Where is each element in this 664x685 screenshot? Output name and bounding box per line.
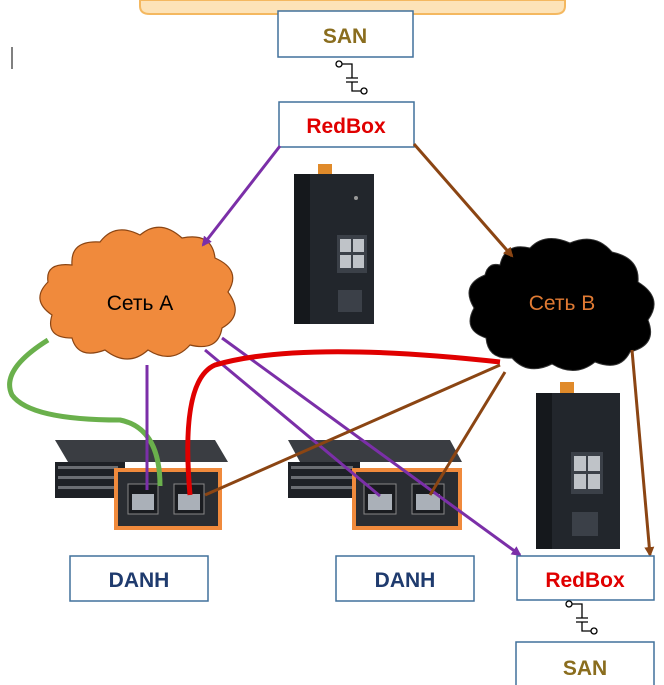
link-network-a-green-to-danh-left	[7, 337, 163, 487]
link-network-b-brown-to-redbox-bottom	[630, 349, 655, 557]
link-network-a-purple-to-redbox-bottom	[221, 336, 522, 557]
san-top-box	[277, 10, 414, 58]
network-b-cloud	[468, 238, 655, 371]
danh-left-box	[69, 555, 209, 602]
switch-device-right-icon	[536, 382, 620, 549]
top-banner	[139, 0, 566, 15]
danh-device-left-icon	[55, 440, 228, 530]
network-b-label: Сеть B	[529, 292, 596, 315]
san-top-label: SAN	[323, 25, 367, 48]
switch-device-top-icon	[294, 164, 374, 324]
link-network-b-red-to-danh-left	[185, 349, 501, 496]
danh-right-box	[335, 555, 475, 602]
redbox-bottom-box	[516, 555, 655, 601]
link-redbox-top-to-network-b	[412, 143, 514, 258]
san-bottom-box	[515, 641, 655, 685]
danh-right-label: DANH	[375, 569, 436, 592]
san-bottom-label: SAN	[563, 657, 607, 680]
redbox-top-box	[278, 101, 415, 148]
link-network-a-purple-to-danh-right	[204, 348, 381, 498]
connector-symbol-bottom	[565, 600, 598, 635]
redbox-bottom-label: RedBox	[545, 569, 625, 592]
danh-left-label: DANH	[109, 569, 170, 592]
link-network-b-brown-to-danh-right	[428, 371, 507, 496]
link-redbox-top-to-network-a	[201, 145, 282, 247]
redbox-top-label: RedBox	[306, 115, 386, 138]
network-a-cloud	[39, 226, 236, 360]
network-a-label: Сеть A	[107, 292, 174, 315]
link-network-b-brown-to-danh-left	[204, 363, 501, 497]
connector-symbol-top	[335, 60, 368, 95]
